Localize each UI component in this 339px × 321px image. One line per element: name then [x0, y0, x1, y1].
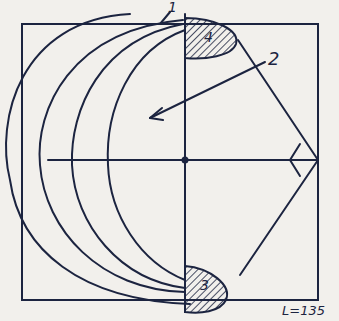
callout-number: 4: [204, 30, 213, 44]
callout-number: 3: [200, 278, 209, 292]
center-dot: [182, 157, 189, 164]
hatched-region: [185, 18, 236, 58]
taper-line: [240, 160, 318, 275]
arrow-head: [150, 108, 163, 120]
hatched-region: [185, 266, 227, 313]
callout-number: 1: [168, 0, 177, 14]
arc: [72, 24, 185, 288]
arc: [40, 20, 185, 292]
taper-line: [238, 40, 318, 160]
dimension-label: L=135: [282, 304, 325, 317]
leader-line: [150, 62, 265, 118]
outer-arc: [6, 14, 190, 304]
outer-square: [22, 24, 318, 300]
callout-number: 2: [268, 50, 279, 68]
angle-mark: [290, 144, 300, 176]
arc: [108, 30, 185, 280]
